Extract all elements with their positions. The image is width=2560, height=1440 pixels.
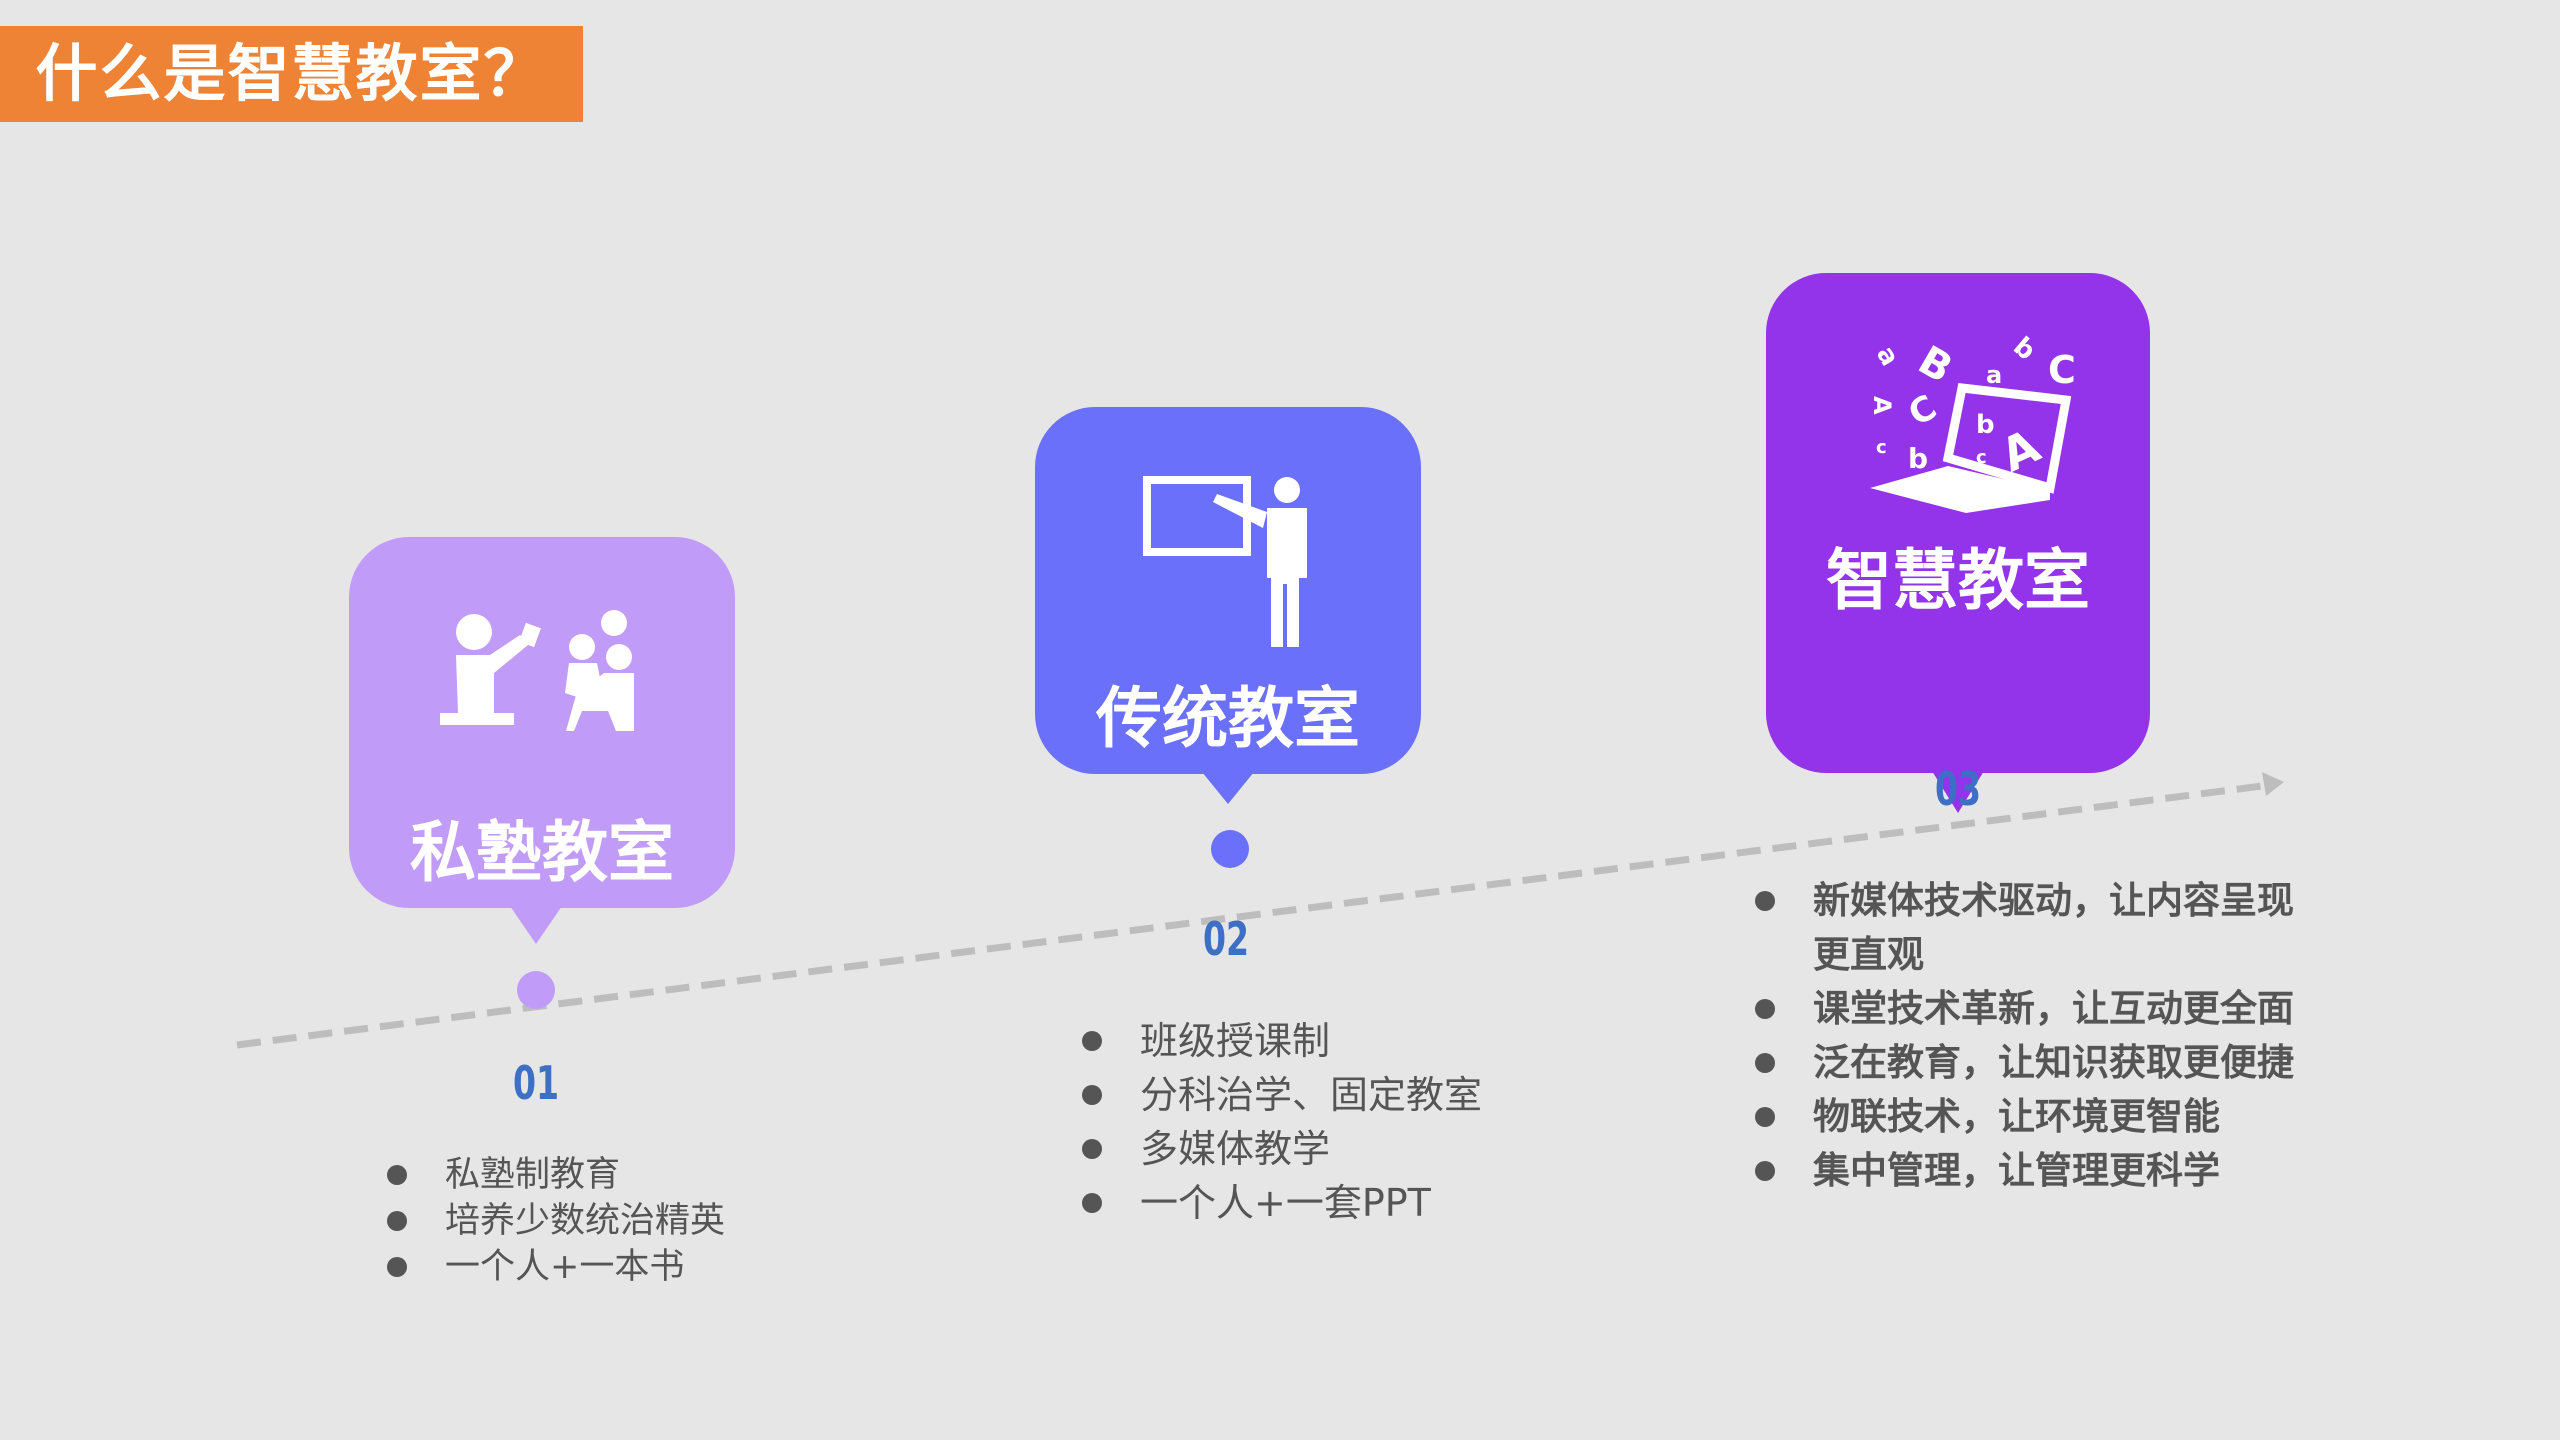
bullet-icon (1082, 1139, 1102, 1159)
bullet-icon (1082, 1085, 1102, 1105)
list-item: 泛在教育，让知识获取更便捷 (1755, 1036, 2315, 1090)
stage-number: 02 (1202, 912, 1250, 966)
svg-text:c: c (1976, 447, 1987, 468)
bullet-icon (387, 1165, 407, 1185)
stage-number: 01 (512, 1056, 560, 1110)
bullet-icon (1755, 891, 1775, 911)
svg-text:b: b (1976, 410, 1995, 440)
timeline-dot-02 (1211, 830, 1249, 868)
list-item: 课堂技术革新，让互动更全面 (1755, 982, 2315, 1036)
list-item: 一个人+一本书 (387, 1244, 725, 1290)
bullet-icon (1755, 1053, 1775, 1073)
bullet-icon (1755, 999, 1775, 1019)
bullet-icon (1755, 1107, 1775, 1127)
stage-card-01: 私塾教室 (349, 537, 735, 908)
svg-text:a: a (1870, 341, 1905, 371)
svg-text:C: C (2048, 348, 2076, 392)
list-item: 物联技术，让环境更智能 (1755, 1090, 2315, 1144)
tutor-children-icon (440, 610, 634, 731)
stage-card-02: 传统教室 (1035, 407, 1421, 774)
list-item: 私塾制教育 (387, 1152, 725, 1198)
stage-title: 传统教室 (1096, 680, 1360, 757)
bullet-icon (387, 1257, 407, 1277)
bullet-icon (1082, 1031, 1102, 1051)
list-item: 新媒体技术驱动，让内容呈现更直观 (1755, 874, 2315, 982)
stage-list-02: 班级授课制 分科治学、固定教室 多媒体教学 一个人+一套PPT (1082, 1014, 1482, 1230)
svg-text:b: b (1908, 442, 1928, 475)
list-item: 培养少数统治精英 (387, 1198, 725, 1244)
stage-title: 智慧教室 (1826, 542, 2090, 619)
bullet-icon (1082, 1193, 1102, 1213)
card-pointer (1202, 772, 1254, 804)
list-item: 多媒体教学 (1082, 1122, 1482, 1176)
stage-card-03: a B a b C A C c b b c A 智慧教室 (1766, 273, 2150, 773)
teacher-blackboard-icon (1143, 476, 1307, 647)
list-item: 集中管理，让管理更科学 (1755, 1144, 2315, 1198)
stage-title: 私塾教室 (410, 814, 674, 891)
svg-text:B: B (1911, 337, 1960, 392)
laptop-letters-icon: a B a b C A C c b b c A (1868, 332, 2076, 513)
stage-list-01: 私塾制教育 培养少数统治精英 一个人+一本书 (387, 1152, 725, 1290)
stage-number: 03 (1934, 762, 1982, 816)
svg-text:b: b (2007, 332, 2041, 367)
bullet-icon (1755, 1161, 1775, 1181)
list-item: 分科治学、固定教室 (1082, 1068, 1482, 1122)
page-title-banner: 什么是智慧教室？ (0, 26, 583, 122)
bullet-icon (387, 1211, 407, 1231)
card-pointer (1932, 771, 1984, 813)
timeline-dot-01 (517, 971, 555, 1009)
stage-list-03: 新媒体技术驱动，让内容呈现更直观 课堂技术革新，让互动更全面 泛在教育，让知识获… (1755, 874, 2315, 1198)
svg-text:a: a (1986, 361, 2002, 389)
card-pointer (510, 906, 562, 944)
svg-text:A: A (1868, 396, 1896, 415)
list-item: 一个人+一套PPT (1082, 1176, 1482, 1230)
svg-text:C: C (1902, 387, 1944, 434)
svg-text:c: c (1876, 437, 1887, 458)
list-item: 班级授课制 (1082, 1014, 1482, 1068)
